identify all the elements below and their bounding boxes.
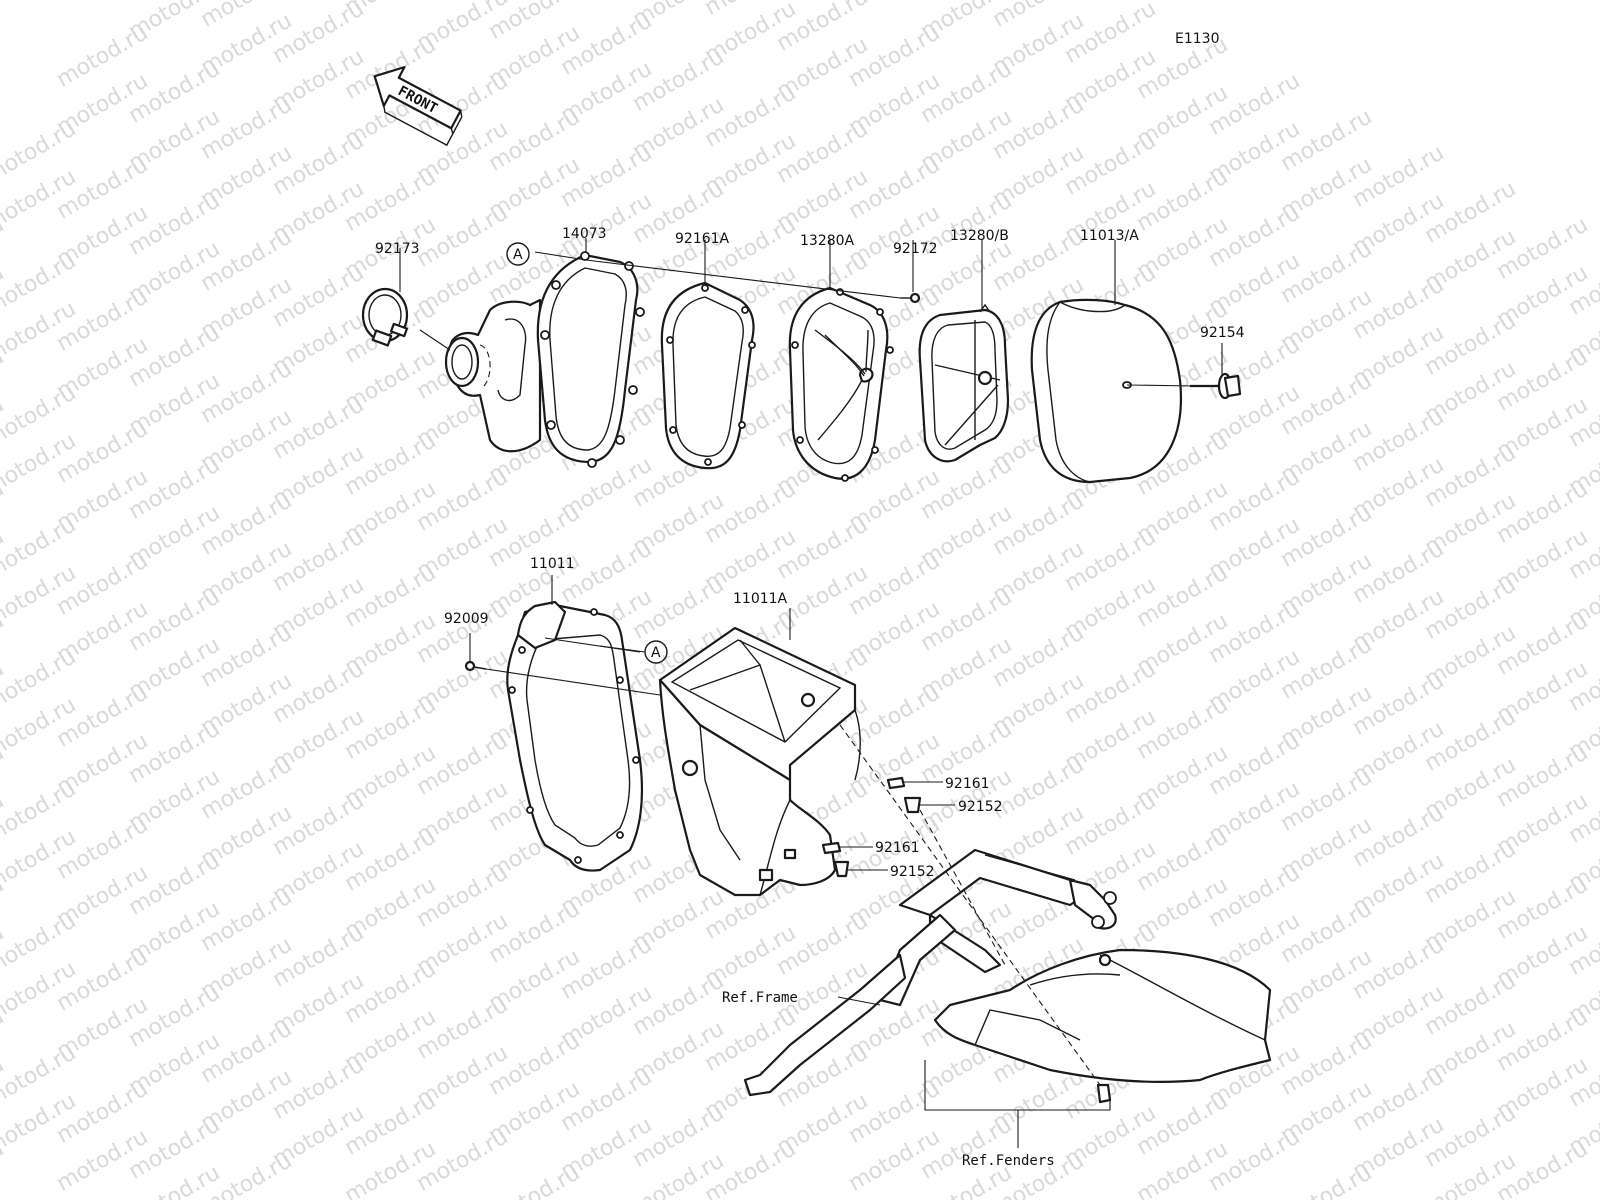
filter-holder-13280A[interactable] [788, 286, 894, 482]
damper-92161-upper[interactable] [886, 776, 906, 790]
ref-fenders-label[interactable]: Ref.Fenders [962, 1153, 1055, 1169]
wing-bolt-92154[interactable] [1190, 372, 1242, 400]
reference-marker-lower-label: A [651, 645, 661, 661]
diagram-code: E1130 [1175, 31, 1219, 47]
reference-marker-upper-label: A [513, 247, 523, 263]
part-label-92152-lower[interactable]: 92152 [890, 864, 935, 880]
air-filter-element-11013A[interactable] [1030, 298, 1182, 484]
collar-92152-upper[interactable] [903, 796, 922, 814]
part-label-92154[interactable]: 92154 [1200, 325, 1245, 341]
air-cleaner-case-11011A[interactable] [658, 626, 861, 897]
cover-screw-92009[interactable] [464, 660, 487, 672]
clamp-92173[interactable] [361, 287, 409, 347]
reference-marker-upper: A [506, 242, 530, 266]
upper-leaders [399, 238, 1223, 387]
screw-92172[interactable] [900, 292, 921, 304]
fender-reference [933, 948, 1272, 1104]
part-label-13280A[interactable]: 13280A [800, 233, 855, 249]
front-arrow-icon: FRONT [373, 66, 463, 147]
part-label-92172[interactable]: 92172 [893, 241, 938, 257]
gasket-92161A[interactable] [660, 281, 756, 470]
reference-marker-lower: A [599, 640, 668, 664]
collar-92152-lower[interactable] [833, 860, 850, 878]
part-label-13280B[interactable]: 13280/B [950, 228, 1009, 244]
part-label-11011A[interactable]: 11011A [733, 591, 788, 607]
part-label-92173[interactable]: 92173 [375, 241, 420, 257]
part-label-92161-lower[interactable]: 92161 [875, 840, 920, 856]
part-label-92009[interactable]: 92009 [444, 611, 489, 627]
part-label-14073[interactable]: 14073 [562, 226, 607, 242]
part-label-11013A[interactable]: 11013/A [1080, 228, 1139, 244]
part-label-92152-upper[interactable]: 92152 [958, 799, 1003, 815]
part-label-92161A[interactable]: 92161A [675, 231, 730, 247]
lower-leaders [469, 575, 1111, 1148]
ref-frame-label[interactable]: Ref.Frame [722, 990, 798, 1006]
frame-reference [743, 848, 1117, 1097]
air-inlet-duct-14073[interactable] [444, 251, 645, 468]
part-label-92161-upper[interactable]: 92161 [945, 776, 990, 792]
air-cleaner-cover-11011[interactable] [506, 600, 644, 872]
part-label-11011[interactable]: 11011 [530, 556, 575, 572]
filter-cage-13280B[interactable] [918, 303, 1010, 463]
damper-92161-lower[interactable] [821, 841, 842, 855]
